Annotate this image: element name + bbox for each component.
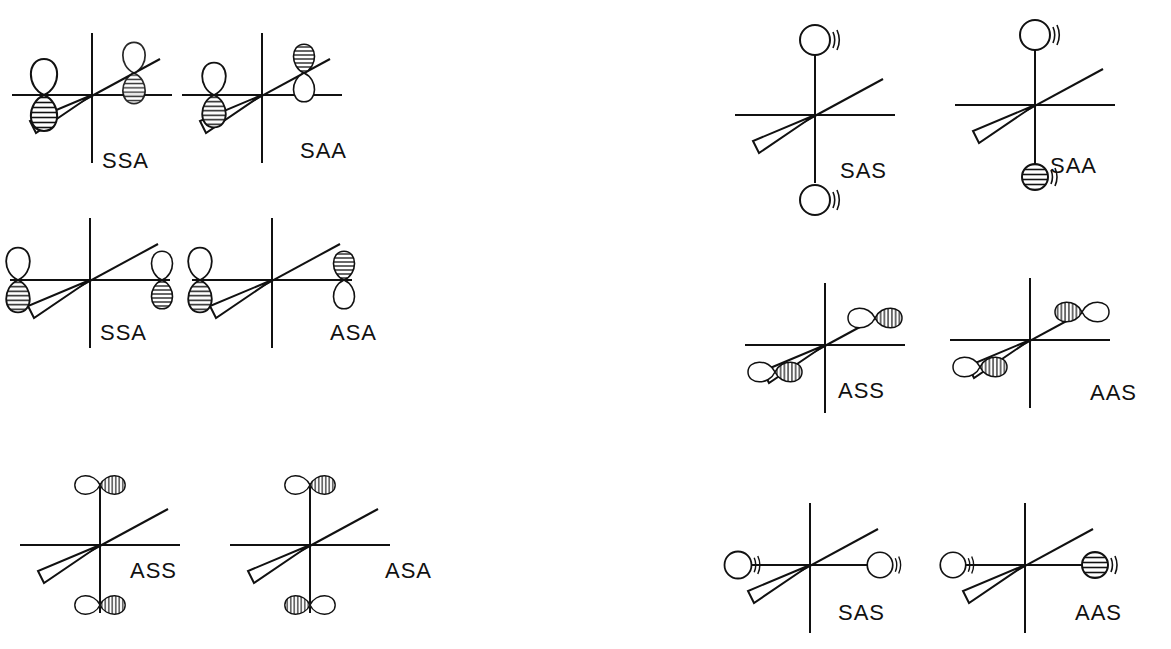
symmetry-label: ASS — [838, 380, 885, 402]
symmetry-label: ASS — [130, 560, 177, 582]
symmetry-label: SAS — [838, 602, 885, 624]
symmetry-label: SSA — [100, 322, 147, 344]
symmetry-label: AAS — [1090, 382, 1137, 404]
symmetry-label: SAA — [1050, 155, 1097, 177]
symmetry-label: ASA — [330, 322, 377, 344]
symmetry-label: SAA — [300, 140, 347, 162]
symmetry-label: SAS — [840, 160, 887, 182]
symmetry-label: ASA — [385, 560, 432, 582]
symmetry-label: AAS — [1075, 602, 1122, 624]
symmetry-label: SSA — [102, 150, 149, 172]
